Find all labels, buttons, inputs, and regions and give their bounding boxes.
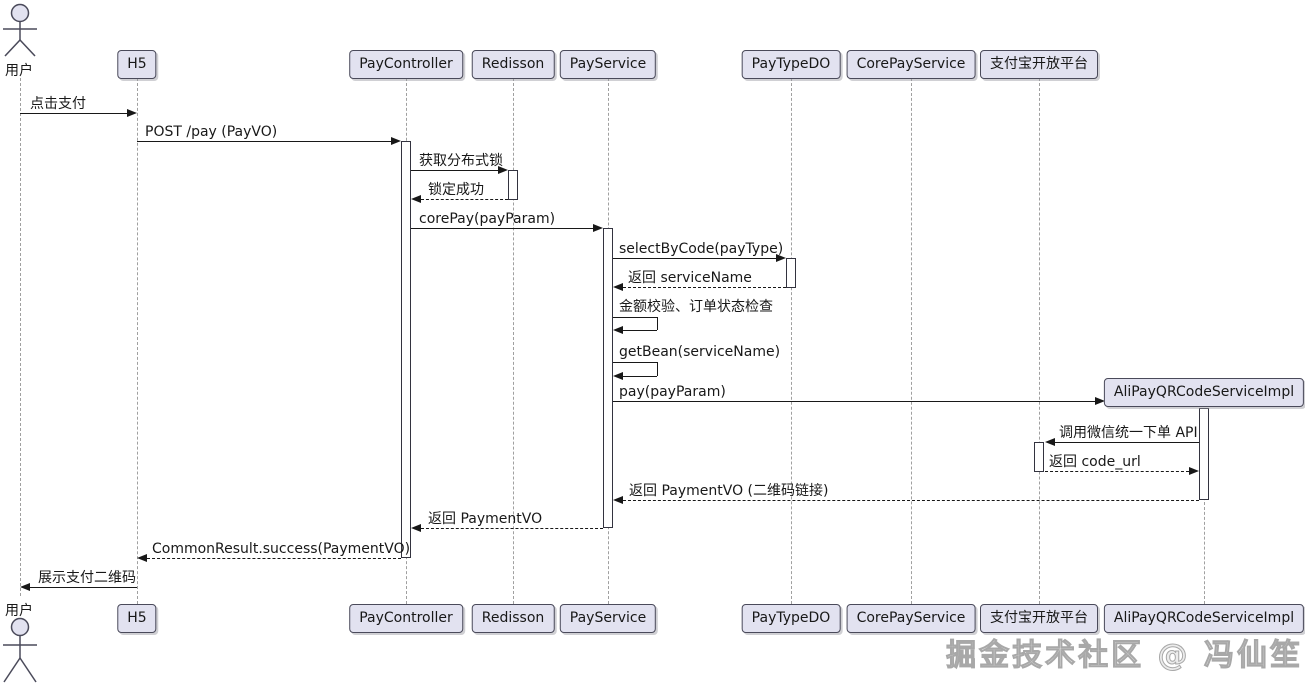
arrowhead-left bbox=[411, 195, 421, 203]
self-message-line-top bbox=[613, 317, 657, 318]
message-line bbox=[421, 528, 603, 529]
arrowhead-right bbox=[127, 109, 137, 117]
arrowhead-right bbox=[593, 224, 603, 232]
message-label: 获取分布式锁 bbox=[419, 153, 503, 169]
participant-corepayservice-top: CorePayService bbox=[846, 50, 976, 79]
activation-alipayqrcodeserviceimpl bbox=[1199, 408, 1209, 500]
user-actor-label-bottom: 用户 bbox=[5, 603, 33, 619]
message-line bbox=[411, 228, 593, 229]
message-line bbox=[147, 558, 401, 559]
message-line bbox=[1045, 471, 1189, 472]
message-label: corePay(payParam) bbox=[419, 211, 556, 227]
message-label: getBean(serviceName) bbox=[619, 344, 781, 360]
arrowhead-left bbox=[613, 283, 623, 291]
message-line bbox=[411, 170, 498, 171]
lifeline-redisson bbox=[513, 78, 514, 604]
message-label: pay(payParam) bbox=[619, 384, 726, 400]
self-message-line-top bbox=[613, 362, 657, 363]
participant-alipayqrcodeserviceimpl-bottom: AliPayQRCodeServiceImpl bbox=[1103, 604, 1305, 633]
self-message-line-bottom bbox=[623, 376, 657, 377]
message-label: 返回 serviceName bbox=[628, 270, 752, 286]
arrowhead-left bbox=[20, 583, 30, 591]
arrowhead-left bbox=[613, 326, 623, 334]
activation-redisson bbox=[508, 170, 518, 200]
message-line bbox=[421, 199, 508, 200]
lifeline-user bbox=[20, 78, 21, 596]
arrowhead-right bbox=[1095, 397, 1105, 405]
participant-paycontroller-bottom: PayController bbox=[349, 604, 463, 633]
self-message-line-bottom bbox=[623, 330, 657, 331]
participant-corepayservice-bottom: CorePayService bbox=[846, 604, 976, 633]
activation-payservice bbox=[603, 228, 613, 528]
watermark: 掘金技术社区 @ 冯仙笙 bbox=[946, 638, 1303, 674]
arrowhead-left bbox=[613, 372, 623, 380]
activation-alipay-open-platform bbox=[1034, 442, 1044, 472]
participant-payservice-top: PayService bbox=[559, 50, 657, 79]
lifeline-h5 bbox=[137, 78, 138, 604]
arrowhead-right bbox=[776, 254, 786, 262]
self-message-line-side bbox=[657, 317, 658, 330]
message-line bbox=[613, 258, 776, 259]
message-label: 返回 PaymentVO (二维码链接) bbox=[629, 483, 829, 499]
participant-h5-top: H5 bbox=[117, 50, 157, 79]
user-actor-icon-top bbox=[3, 3, 37, 57]
arrowhead-right bbox=[391, 137, 401, 145]
activation-paycontroller bbox=[401, 141, 411, 558]
user-actor-icon-bottom bbox=[3, 617, 37, 683]
lifeline-alipayqrcodeserviceimpl bbox=[1204, 408, 1205, 604]
message-line bbox=[20, 113, 127, 114]
message-line bbox=[613, 401, 1095, 402]
participant-alipay-open-platform-bottom: 支付宝开放平台 bbox=[980, 604, 1098, 633]
arrowhead-right bbox=[498, 166, 508, 174]
message-line bbox=[623, 287, 786, 288]
message-label: POST /pay (PayVO) bbox=[145, 124, 278, 140]
message-line bbox=[1055, 442, 1199, 443]
arrowhead-left bbox=[1045, 438, 1055, 446]
lifeline-alipay-open-platform bbox=[1039, 78, 1040, 604]
message-label: 金额校验、订单状态检查 bbox=[619, 299, 773, 315]
self-message-line-side bbox=[657, 362, 658, 376]
message-label: 调用微信统一下单 API bbox=[1059, 425, 1198, 441]
message-line bbox=[30, 587, 137, 588]
message-line bbox=[623, 500, 1199, 501]
message-label: selectByCode(payType) bbox=[619, 241, 784, 257]
message-label: 返回 PaymentVO bbox=[428, 511, 543, 527]
participant-redisson-bottom: Redisson bbox=[471, 604, 555, 633]
message-label: 锁定成功 bbox=[428, 182, 484, 198]
participant-paytypedo-top: PayTypeDO bbox=[741, 50, 841, 79]
participant-paycontroller-top: PayController bbox=[349, 50, 463, 79]
arrowhead-left bbox=[411, 524, 421, 532]
message-label: 返回 code_url bbox=[1049, 454, 1141, 470]
message-label: 点击支付 bbox=[30, 96, 86, 112]
participant-redisson-top: Redisson bbox=[471, 50, 555, 79]
activation-paytypedo bbox=[786, 258, 796, 288]
message-label: 展示支付二维码 bbox=[38, 570, 136, 586]
participant-payservice-bottom: PayService bbox=[559, 604, 657, 633]
user-actor-label-top: 用户 bbox=[5, 63, 33, 79]
lifeline-corepayservice bbox=[911, 78, 912, 604]
participant-paytypedo-bottom: PayTypeDO bbox=[741, 604, 841, 633]
arrowhead-left bbox=[613, 496, 623, 504]
lifeline-paytypedo bbox=[791, 78, 792, 604]
message-label: CommonResult.success(PaymentVO) bbox=[152, 541, 411, 557]
message-line bbox=[137, 141, 391, 142]
arrowhead-right bbox=[1189, 467, 1199, 475]
participant-alipay-open-platform-top: 支付宝开放平台 bbox=[980, 50, 1098, 79]
participant-alipayqrcodeserviceimpl-mid: AliPayQRCodeServiceImpl bbox=[1103, 378, 1305, 407]
arrowhead-left bbox=[137, 554, 147, 562]
participant-h5-bottom: H5 bbox=[117, 604, 157, 633]
